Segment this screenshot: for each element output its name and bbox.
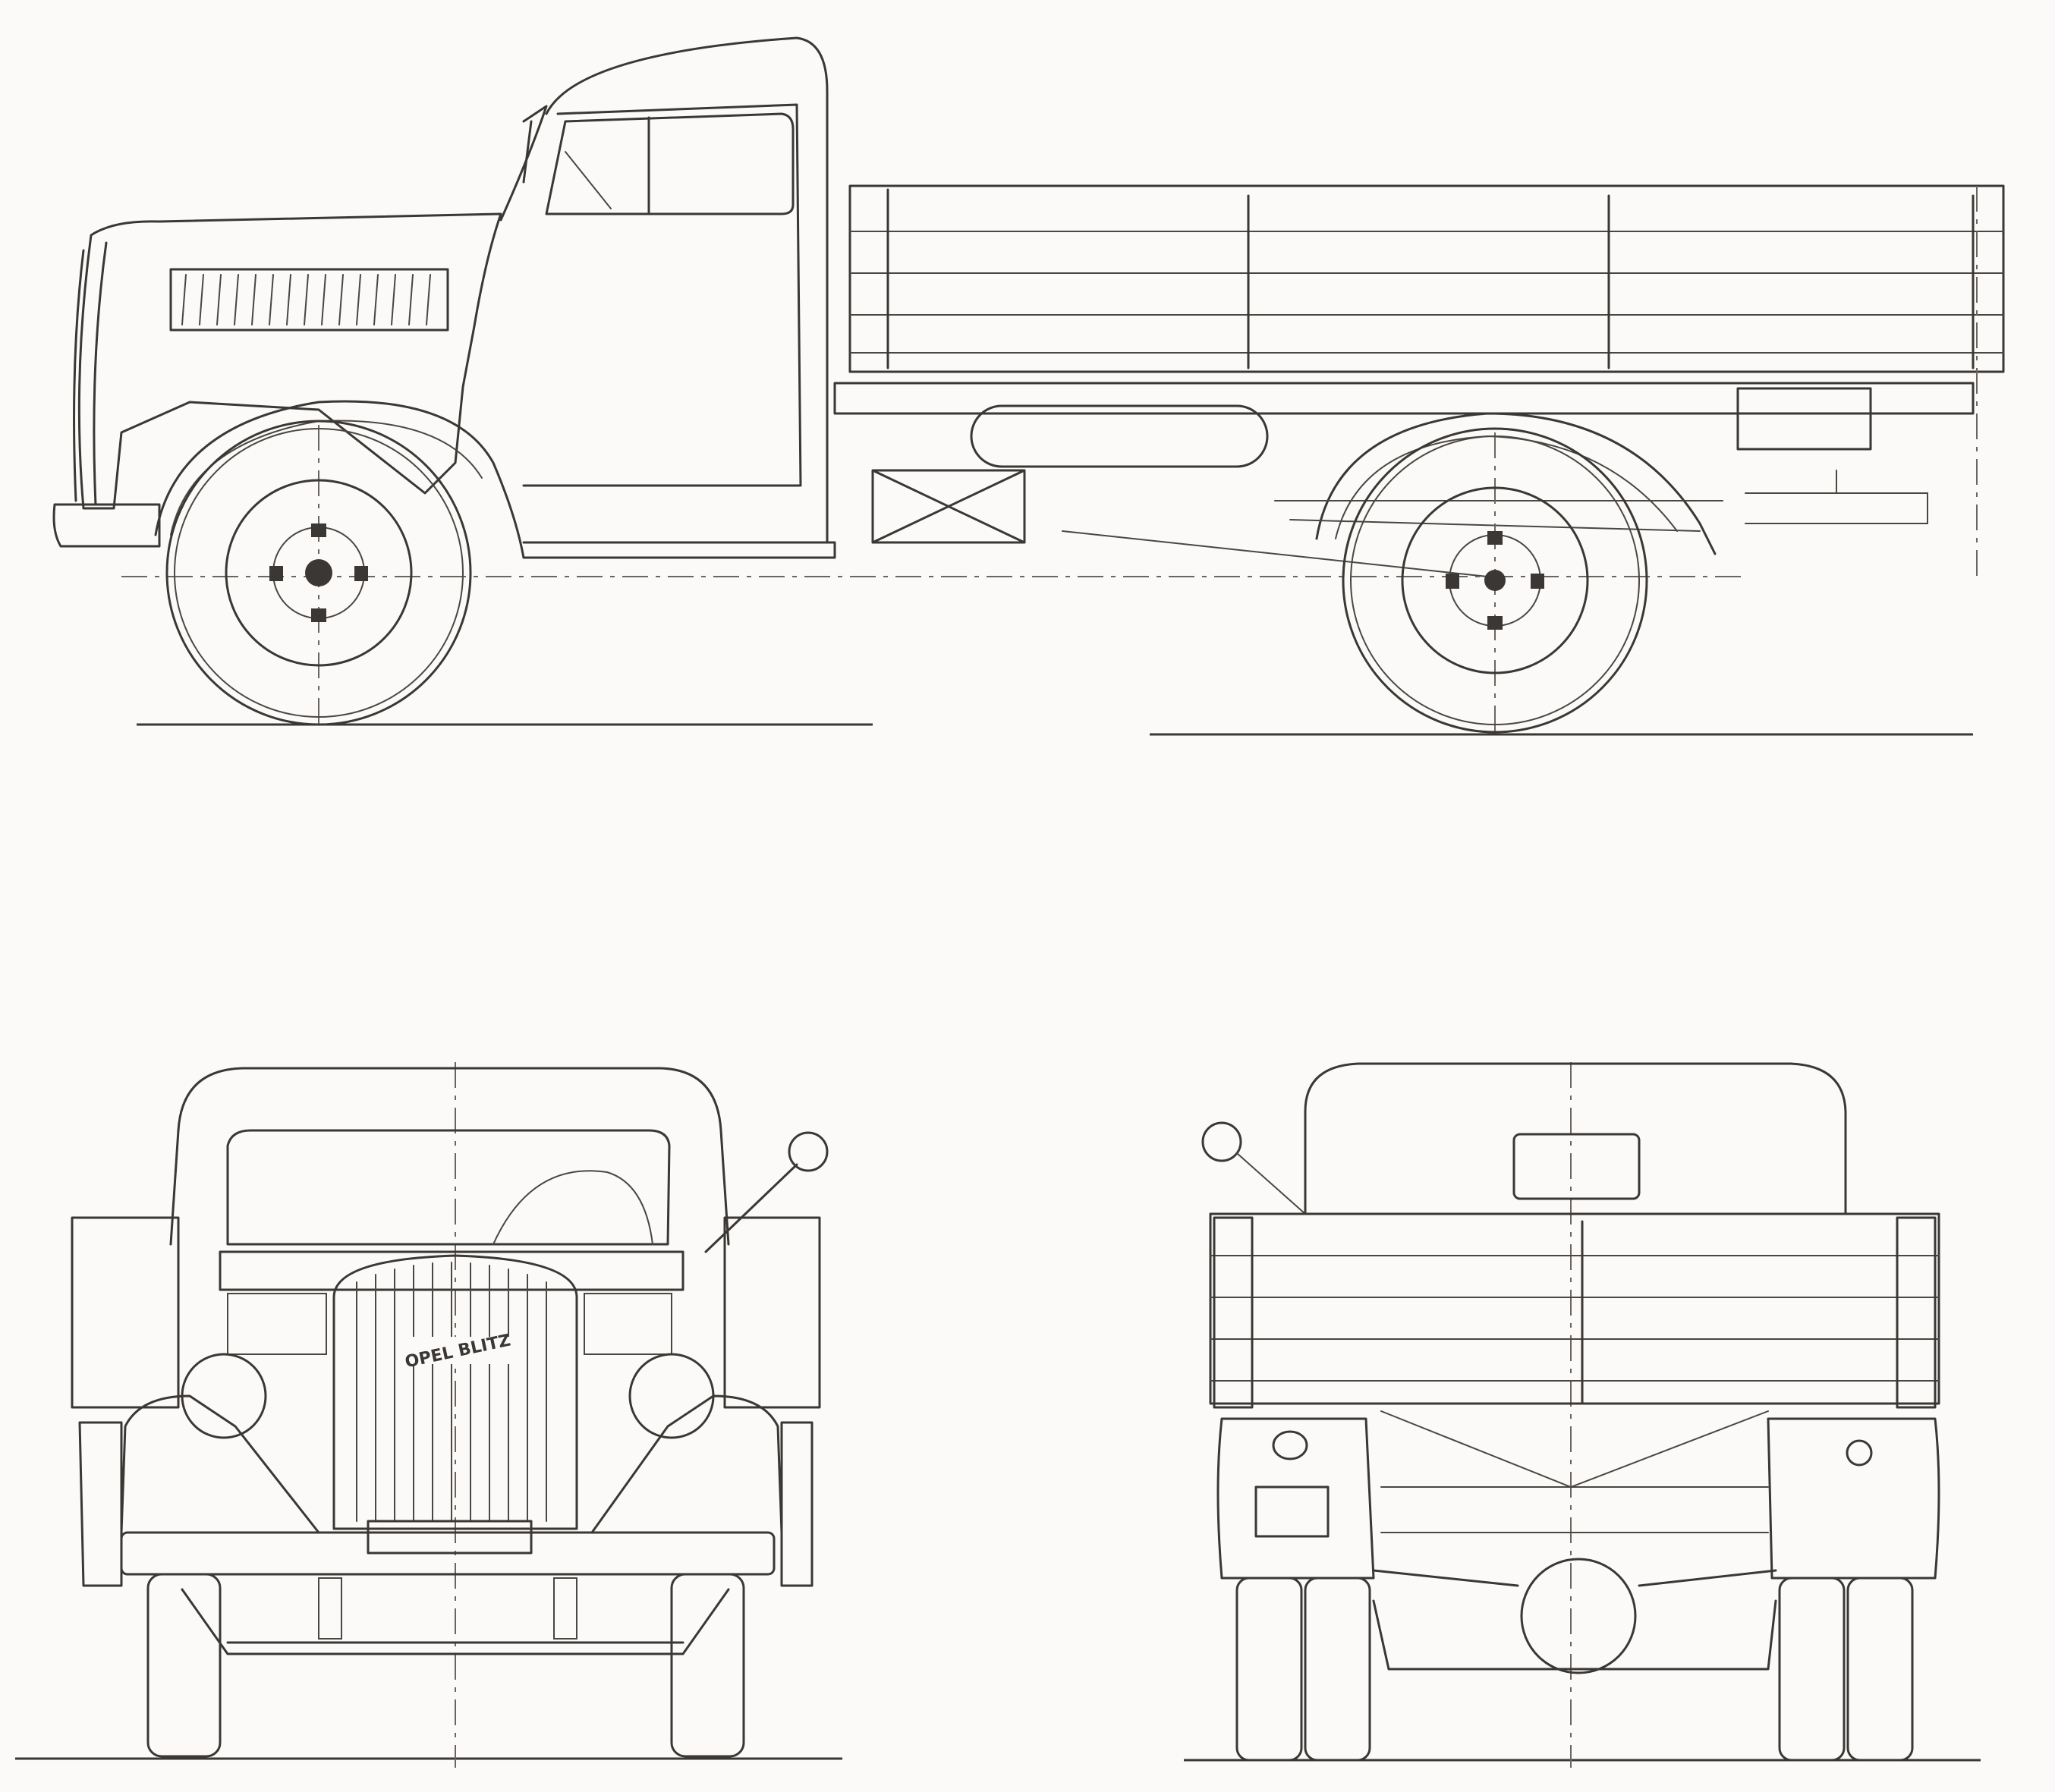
front-right-spring [553,1577,577,1640]
side-hood [77,212,502,510]
rear-tailgate [1209,1212,1940,1405]
rear-tailgate-boards [1210,1255,1940,1382]
front-cargo-bed-right [723,1216,821,1409]
front-grille-frame [332,1254,578,1530]
side-front-wheel [165,420,472,726]
side-cargo-stakes [886,188,1975,369]
rear-license-box [1254,1485,1330,1538]
front-axle [181,1588,730,1655]
front-right-tire [670,1573,745,1758]
rear-left-inner-tire [1304,1577,1371,1762]
side-tool-box [1736,387,1872,451]
side-cargo-bed [848,184,2005,373]
side-front-bumper [52,503,161,548]
front-left-fender [120,1394,320,1534]
front-steering-wheel [493,1170,653,1245]
side-view [52,36,2005,736]
front-mirror [788,1131,829,1172]
front-left-tire [146,1573,222,1758]
rear-right-mudguard [1767,1417,1940,1580]
front-right-panel [780,1421,814,1587]
rear-left-outer-tire [1235,1577,1303,1762]
front-cab-sides [169,1129,730,1246]
rear-cab-window [1512,1133,1641,1200]
front-right-fender [590,1394,783,1534]
front-left-panel [78,1421,123,1587]
side-louvre-slots [181,274,431,325]
front-view: OPEL BLITZ [15,1062,842,1768]
side-leaf-spring [1062,500,1723,577]
front-hood [219,1250,684,1291]
rear-right-outer-tire [1846,1577,1914,1762]
side-hood-louvres [169,268,449,332]
front-cargo-bed-left [71,1216,180,1409]
rear-marker-arm [1236,1152,1306,1215]
rear-view [1184,1062,1981,1768]
rear-right-reflector [1846,1439,1873,1467]
side-tow-hitch [1745,470,1928,524]
rear-axle [1372,1569,1777,1671]
side-grille-edge [73,241,108,506]
rear-cab-roof [1304,1062,1847,1215]
side-cab-window [545,112,795,215]
side-cab-roof [545,36,829,544]
side-rear-fender [1315,412,1717,555]
side-rear-wheel [1342,427,1648,734]
side-running-board [522,541,836,559]
rear-left-mudguard [1216,1417,1375,1580]
front-grille-bars [356,1262,547,1522]
front-right-headlight [628,1353,715,1439]
front-bumper [120,1531,776,1576]
front-left-louvre [227,1293,327,1355]
rear-differential [1520,1558,1637,1674]
front-right-louvre [584,1293,672,1355]
front-left-headlight [181,1353,267,1439]
side-cab-window-divider [565,151,612,209]
side-cab-door [522,103,802,487]
front-cab-roof [177,1067,722,1132]
front-mirror-arm [704,1163,798,1253]
rear-left-post [1213,1216,1254,1409]
front-left-spring [318,1577,342,1640]
front-windshield [226,1129,671,1246]
rear-tail-light [1272,1430,1308,1460]
rear-right-post [1896,1216,1937,1409]
rear-right-inner-tire [1778,1577,1846,1762]
side-cargo-boards [849,231,2004,354]
front-license-plate [367,1520,533,1555]
side-frame-rail [833,382,1975,415]
side-front-fender [154,400,525,559]
side-cab-front [499,105,548,222]
side-fuel-tank [970,404,1269,468]
side-battery-box [871,469,1026,544]
rear-marker-light [1201,1121,1242,1162]
rear-frame-braces [1380,1410,1769,1533]
